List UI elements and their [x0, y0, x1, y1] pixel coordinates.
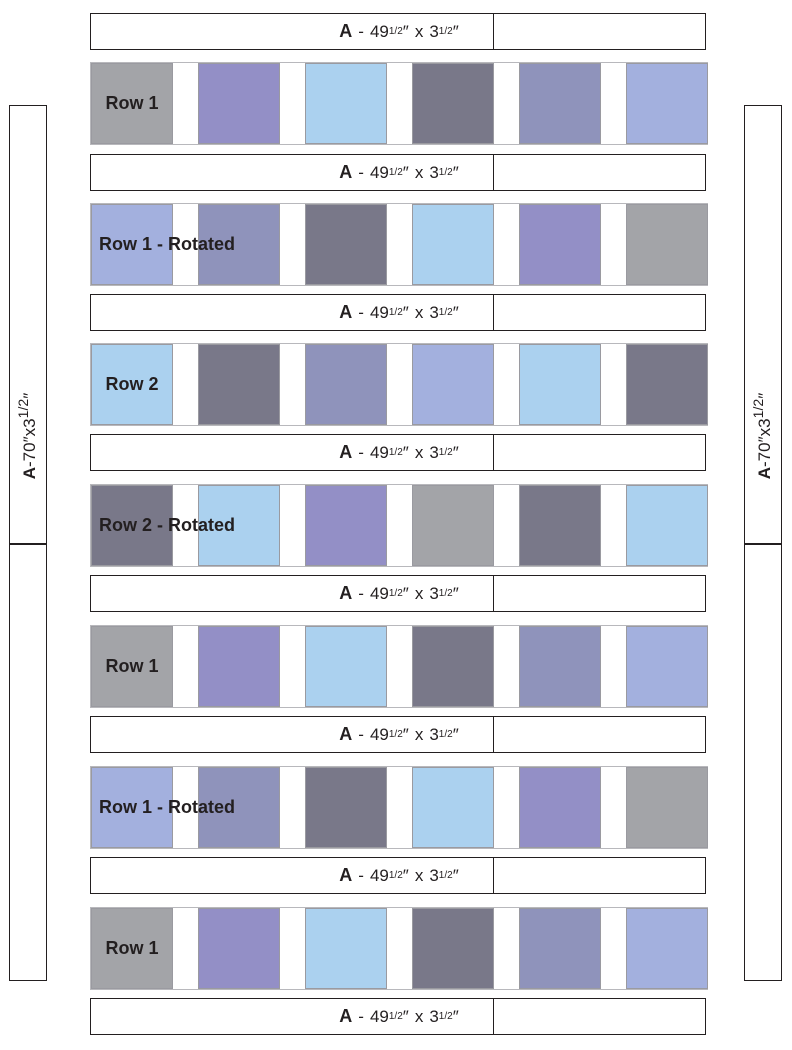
piece-letter: A [754, 467, 774, 480]
strip-seam [493, 576, 494, 611]
block-row: Row 1 [90, 62, 708, 145]
quilt-block [305, 626, 387, 707]
quilt-block [305, 204, 387, 285]
quilt-block [412, 63, 494, 144]
piece-letter: A [19, 467, 39, 480]
block-row: Row 1 - Rotated [90, 203, 708, 286]
piece-letter: A [339, 865, 353, 885]
quilt-block [519, 626, 601, 707]
quilt-block [198, 767, 280, 848]
quilt-block [519, 344, 601, 425]
quilt-block [305, 344, 387, 425]
piece-letter: A [339, 1006, 353, 1026]
quilt-block [198, 908, 280, 989]
border-label: A-70″x31/2″ [16, 392, 39, 480]
quilt-block [91, 626, 173, 707]
left-border-strip: A-70″x31/2″ [9, 105, 47, 981]
piece-letter: A [339, 583, 353, 603]
quilt-block [198, 63, 280, 144]
quilt-block [519, 63, 601, 144]
quilt-block [626, 485, 708, 566]
strip-seam [493, 295, 494, 330]
strip-seam [493, 858, 494, 893]
quilt-block [412, 908, 494, 989]
quilt-block [305, 63, 387, 144]
quilt-block [519, 204, 601, 285]
block-row: Row 2 - Rotated [90, 484, 708, 567]
strip-seam [493, 435, 494, 470]
row-label: Row 1 - Rotated [99, 797, 236, 817]
right-border-strip: A-70″x31/2″ [744, 105, 782, 981]
border-seam [10, 543, 46, 545]
quilt-block [198, 485, 280, 566]
quilt-block [412, 767, 494, 848]
piece-letter: A [339, 724, 353, 744]
quilt-block [626, 344, 708, 425]
strip-seam [493, 717, 494, 752]
strip-seam [493, 155, 494, 190]
strip-seam [493, 999, 494, 1034]
quilt-block [305, 908, 387, 989]
row-label: Row 2 - Rotated [99, 515, 236, 535]
quilt-block [626, 908, 708, 989]
row-label: Row 1 [105, 938, 159, 958]
quilt-block [626, 767, 708, 848]
row-label: Row 1 - Rotated [99, 234, 236, 254]
quilt-block [91, 485, 173, 566]
quilt-block [626, 63, 708, 144]
quilt-block [305, 485, 387, 566]
block-row: Row 1 [90, 907, 708, 990]
row-label: Row 2 [105, 374, 159, 394]
quilt-block [91, 344, 173, 425]
quilt-block [412, 485, 494, 566]
quilt-block [198, 626, 280, 707]
block-row: Row 1 - Rotated [90, 766, 708, 849]
quilt-block [519, 767, 601, 848]
row-label: Row 1 [105, 93, 159, 113]
border-seam [745, 543, 781, 545]
quilt-block [626, 626, 708, 707]
piece-letter: A [339, 21, 353, 41]
quilt-block [91, 204, 173, 285]
piece-letter: A [339, 162, 353, 182]
quilt-block [519, 908, 601, 989]
row-label: Row 1 [105, 656, 159, 676]
border-label: A-70″x31/2″ [751, 392, 774, 480]
block-row: Row 2 [90, 343, 708, 426]
quilt-block [412, 626, 494, 707]
quilt-block [198, 344, 280, 425]
piece-letter: A [339, 302, 353, 322]
quilt-block [412, 204, 494, 285]
block-row: Row 1 [90, 625, 708, 708]
piece-letter: A [339, 442, 353, 462]
quilt-block [91, 908, 173, 989]
quilt-block [91, 767, 173, 848]
quilt-block [305, 767, 387, 848]
quilt-block [91, 63, 173, 144]
quilt-block [198, 204, 280, 285]
quilt-block [412, 344, 494, 425]
quilt-block [519, 485, 601, 566]
strip-seam [493, 14, 494, 49]
quilt-block [626, 204, 708, 285]
